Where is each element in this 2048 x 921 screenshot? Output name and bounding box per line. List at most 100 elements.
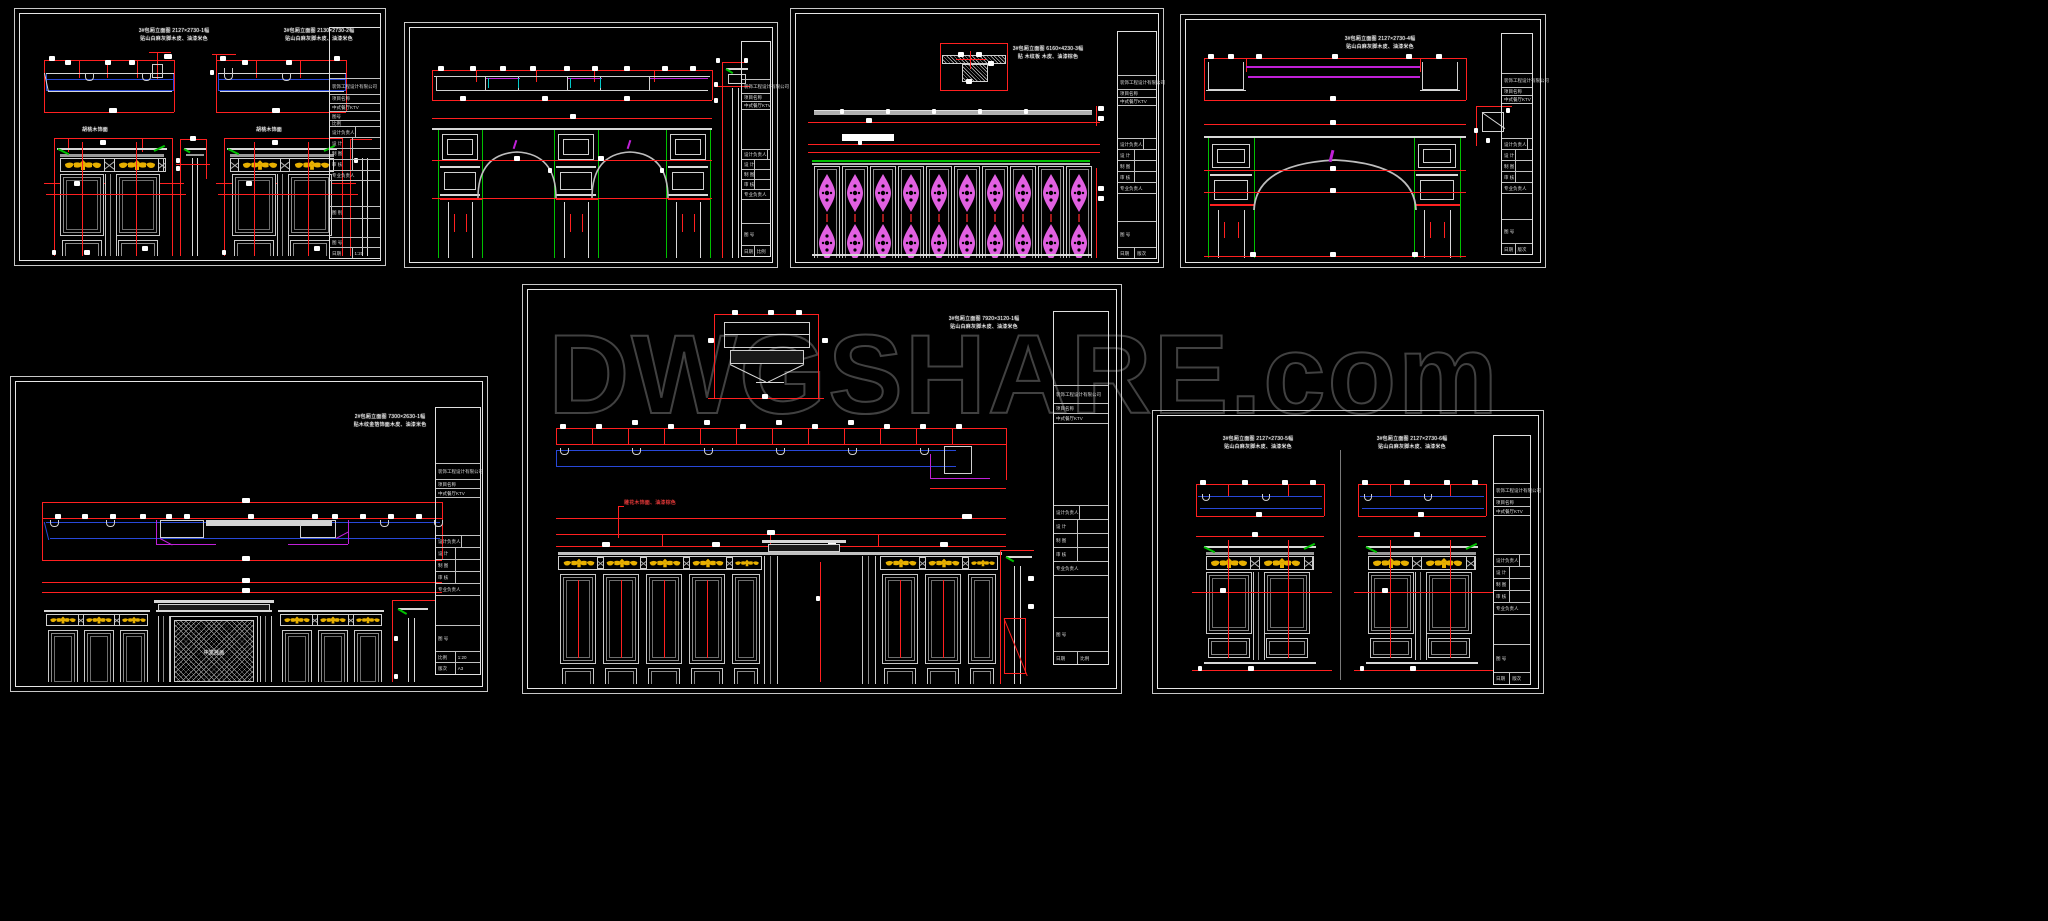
- tb-project-label: 项目名称: [1056, 406, 1074, 411]
- tb-row-label: 设 计: [1504, 152, 1515, 158]
- sheet-3-frame[interactable]: 3#包厢立面图 6160×4230-3幅 贴 木纹板 木皮、油漆棕色: [790, 8, 1165, 268]
- sheet-1-plate: 3#包厢立面图 2127×2730-1幅 贴山白麻灰脚木皮、油漆米色 3#包厢立…: [24, 18, 376, 256]
- sheet-2-titleblock[interactable]: 装饰工程设计有限公司 项目名称 中式餐厅KTV 设计负责人 设 计 制 图 审 …: [741, 41, 789, 257]
- tb-project-label: 项目名称: [1120, 91, 1138, 96]
- tb-row-label: 审 核: [1120, 174, 1131, 180]
- tb-row-label: 设计负责人: [1120, 141, 1143, 147]
- tb-project-label: 项目名称: [744, 95, 762, 100]
- tb-row-label: 专业负责人: [1496, 606, 1519, 611]
- tb-footer-cell: 版次: [1517, 246, 1527, 252]
- tb-scale-label: 比例: [332, 121, 341, 127]
- tb-company: 装饰工程设计有限公司: [1504, 78, 1549, 83]
- sheet-7-frame[interactable]: 3#包厢立面图 2127×2730-5幅 贴山白麻灰脚木皮、油漆米色 3#包厢立…: [1152, 410, 1544, 694]
- pilaster: [277, 174, 289, 256]
- tb-row-label: 设 计: [332, 140, 343, 146]
- tb-row-label: 审 核: [332, 162, 343, 168]
- tb-footer-label: 图 别: [332, 209, 343, 215]
- sheet-4-plate: 3#包厢立面图 2127×2730-4幅 贴山白麻灰脚木皮、油漆米色: [1190, 24, 1536, 258]
- tb-footer-cell: 日期: [1120, 250, 1129, 256]
- tb-company: 装饰工程设计有限公司: [1496, 488, 1541, 493]
- tb-footer-cell: 比例: [1080, 655, 1090, 661]
- sheet-5-frame[interactable]: 2#包厢立面图 7300×2630-1幅 贴木纹金箔饰面木皮、油漆米色: [10, 376, 488, 692]
- tb-row-label: 审 核: [1496, 594, 1507, 599]
- sheet-1-titleblock[interactable]: 装饰工程设计有限公司 项目名称 中式餐厅KTV 图号 比例 设计负责人 设 计 …: [329, 27, 381, 259]
- pilaster: [105, 174, 117, 256]
- tb-footer-cell: 比例: [438, 654, 447, 660]
- tb-project-value: 中式餐厅KTV: [1504, 97, 1531, 102]
- tb-row-label: 专业负责人: [1120, 185, 1143, 191]
- tb-row-label: 制 图: [744, 172, 755, 177]
- filigree-panel: [982, 166, 1008, 258]
- sheet-6-callout-note: 雕花木饰面、油漆棕色: [624, 500, 677, 506]
- door-leaf: [288, 174, 332, 236]
- tb-row-label: 设计负责人: [744, 152, 767, 157]
- tb-row-label: 审 核: [744, 182, 755, 187]
- gold-ornament: [117, 159, 157, 171]
- door-lower-panel: [118, 240, 158, 256]
- tb-project-value: 中式餐厅KTV: [438, 490, 465, 496]
- tb-company: 装饰工程设计有限公司: [438, 469, 483, 474]
- tb-footer-value: 1:20: [457, 654, 467, 660]
- tb-row-label: 设计负责人: [438, 539, 461, 544]
- tb-project-value: 中式餐厅KTV: [744, 103, 771, 108]
- door-leaf: [116, 174, 160, 236]
- filigree-panel: [814, 166, 840, 258]
- tb-row-label: 制 图: [1496, 582, 1507, 587]
- sheet-6-heading-line1: 3#包厢立面图 7920×3120-1幅: [948, 316, 1020, 322]
- x-hatch-box: [280, 158, 290, 172]
- tb-footer-cell: 日期: [744, 248, 753, 254]
- tb-row-label: 制 图: [1120, 163, 1131, 169]
- lattice-grille: [174, 620, 254, 682]
- tb-project-label: 项目名称: [1504, 89, 1522, 94]
- tb-footer-cell: 版次: [1137, 250, 1147, 256]
- sheet-4-heading-line2: 贴山白麻灰脚木皮、油漆米色: [1346, 44, 1414, 50]
- sheet-5-heading-line2: 贴木纹金箔饰面木皮、油漆米色: [353, 422, 427, 428]
- sheet-6-frame[interactable]: 3#包厢立面图 7920×3120-1幅 贴山白麻灰脚木皮、油漆米色: [522, 284, 1122, 694]
- sheet-3-label-bar: [842, 134, 894, 141]
- sheet-3-titleblock[interactable]: 装饰工程设计有限公司 项目名称 中式餐厅KTV 设计负责人 设 计 制 图 审 …: [1117, 31, 1165, 259]
- tb-footer-value: A3: [457, 666, 464, 671]
- tb-item-label: 图号: [332, 113, 341, 119]
- tb-row-label: 设计负责人: [1496, 558, 1519, 563]
- sheet-7-titleblock[interactable]: 装饰工程设计有限公司 项目名称 中式餐厅KTV 设计负责人 设 计 制 图 审 …: [1493, 435, 1541, 685]
- tb-project-value: 中式餐厅KTV: [332, 105, 359, 111]
- sheet-6-heading-line2: 贴山白麻灰脚木皮、油漆米色: [950, 324, 1018, 330]
- sheet-7-heading-line2: 贴山白麻灰脚木皮、油漆米色: [1224, 444, 1292, 450]
- tb-project-value: 中式餐厅KTV: [1056, 416, 1083, 421]
- sheet-6-titleblock[interactable]: 装饰工程设计有限公司 项目名称 中式餐厅KTV 设计负责人 设 计 制 图 审 …: [1053, 311, 1109, 665]
- tb-row-label: 专业负责人: [332, 172, 355, 178]
- tb-footer-cell: 版次: [1512, 676, 1522, 681]
- x-hatch-box: [158, 158, 166, 172]
- x-hatch-box: [230, 158, 239, 172]
- tb-row-label: 设计负责人: [332, 129, 355, 135]
- filigree-panel: [870, 166, 896, 258]
- sheet-1-heading2-line1: 3#包厢立面图 2130×2730-2幅: [283, 28, 355, 34]
- tb-row-label: 制 图: [438, 563, 449, 568]
- filigree-panel: [1066, 166, 1092, 258]
- tb-project-label: 项目名称: [332, 96, 350, 102]
- tb-row-label: 专业负责人: [744, 192, 767, 197]
- sheet-1-frame[interactable]: 3#包厢立面图 2127×2730-1幅 贴山白麻灰脚木皮、油漆米色 3#包厢立…: [14, 8, 386, 266]
- gold-ornament: [241, 159, 279, 171]
- sheet-1-heading-line1: 3#包厢立面图 2127×2730-1幅: [138, 28, 210, 34]
- tb-project-value: 中式餐厅KTV: [1496, 508, 1523, 514]
- x-hatch-box: [104, 158, 115, 172]
- tb-footer-cell: 日期: [1496, 676, 1505, 681]
- sheet-4-titleblock[interactable]: 装饰工程设计有限公司 项目名称 中式餐厅KTV 设计负责人 设 计 制 图 审 …: [1501, 33, 1549, 255]
- tb-row-label: 设 计: [1496, 570, 1507, 575]
- door-lower-panel: [290, 240, 330, 256]
- sheet-2-frame[interactable]: 装饰工程设计有限公司 项目名称 中式餐厅KTV 设计负责人 设 计 制 图 审 …: [404, 22, 789, 268]
- sheet-5-titleblock[interactable]: 装饰工程设计有限公司 项目名称 中式餐厅KTV 设计负责人 设 计 制 图 审 …: [435, 407, 483, 675]
- tb-row-label: 设 计: [438, 551, 449, 556]
- tb-row-label: 制 图: [332, 151, 343, 157]
- arch-curve: [590, 144, 670, 198]
- tb-row-label: 设 计: [744, 162, 755, 167]
- sheet-4-frame[interactable]: 3#包厢立面图 2127×2730-4幅 贴山白麻灰脚木皮、油漆米色: [1180, 14, 1549, 268]
- filigree-panel: [954, 166, 980, 258]
- tb-company: 装饰工程设计有限公司: [1056, 392, 1101, 397]
- tb-project-value: 中式餐厅KTV: [1120, 99, 1147, 104]
- tb-row-label: 设 计: [1120, 152, 1131, 158]
- tb-footer-value: 1:20: [354, 250, 364, 256]
- sheet-1-note-1: 胡桃木饰面: [82, 127, 109, 133]
- sheet-2-plate: [414, 32, 768, 258]
